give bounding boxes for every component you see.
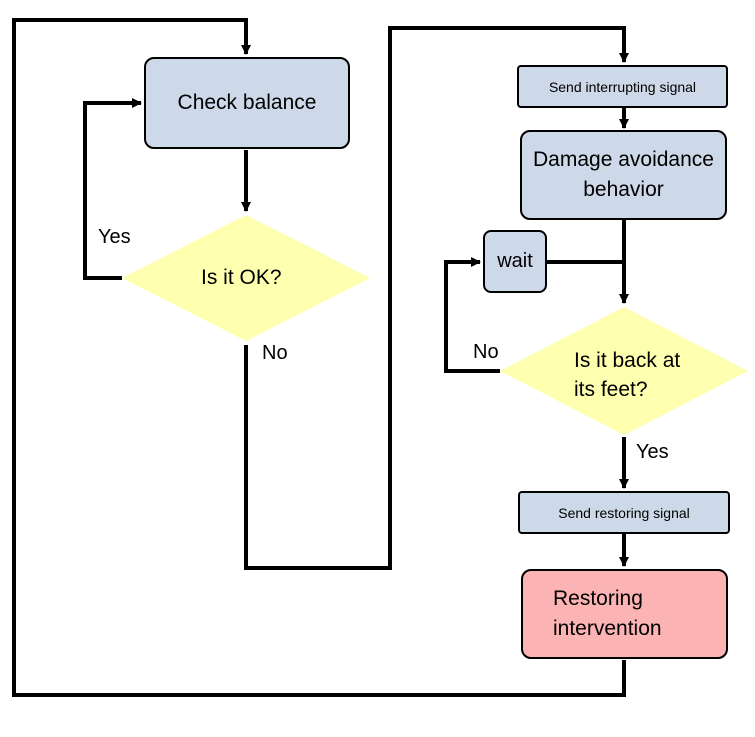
- edge-feet-no-loop: [444, 257, 500, 373]
- send-interrupting-signal-box: Send interrupting signal: [517, 65, 728, 108]
- edge-ok-no: [244, 26, 629, 570]
- damage-avoidance-box: Damage avoidance behavior: [520, 130, 727, 220]
- back-at-feet-label-line2: its feet?: [574, 378, 648, 401]
- wait-box: wait: [483, 230, 547, 293]
- edge-label-feet-yes: Yes: [636, 441, 669, 463]
- check-balance-box: Check balance: [144, 57, 350, 149]
- decision-is-ok-shape: [122, 215, 370, 341]
- edge-label-feet-no: No: [473, 341, 499, 363]
- decision-back-at-feet-shape: [500, 307, 748, 435]
- damage-avoidance-label: Damage avoidance behavior: [533, 148, 714, 201]
- send-interrupting-signal-label: Send interrupting signal: [548, 78, 697, 95]
- wait-label: wait: [497, 250, 533, 272]
- restoring-intervention-box: Restoring intervention: [521, 569, 728, 659]
- is-ok-label: Is it OK?: [201, 266, 282, 289]
- edge-ok-yes-loop: [83, 98, 142, 280]
- send-restoring-signal-box: Send restoring signal: [518, 491, 730, 534]
- send-restoring-signal-label: Send restoring signal: [558, 504, 690, 521]
- restoring-intervention-label: Restoring intervention: [553, 587, 662, 640]
- edge-intervention-loop: [12, 18, 626, 697]
- back-at-feet-label-line1: Is it back at: [574, 349, 681, 372]
- edge-label-ok-no: No: [262, 342, 288, 364]
- edge-label-ok-yes: Yes: [98, 226, 131, 248]
- check-balance-label: Check balance: [177, 91, 317, 114]
